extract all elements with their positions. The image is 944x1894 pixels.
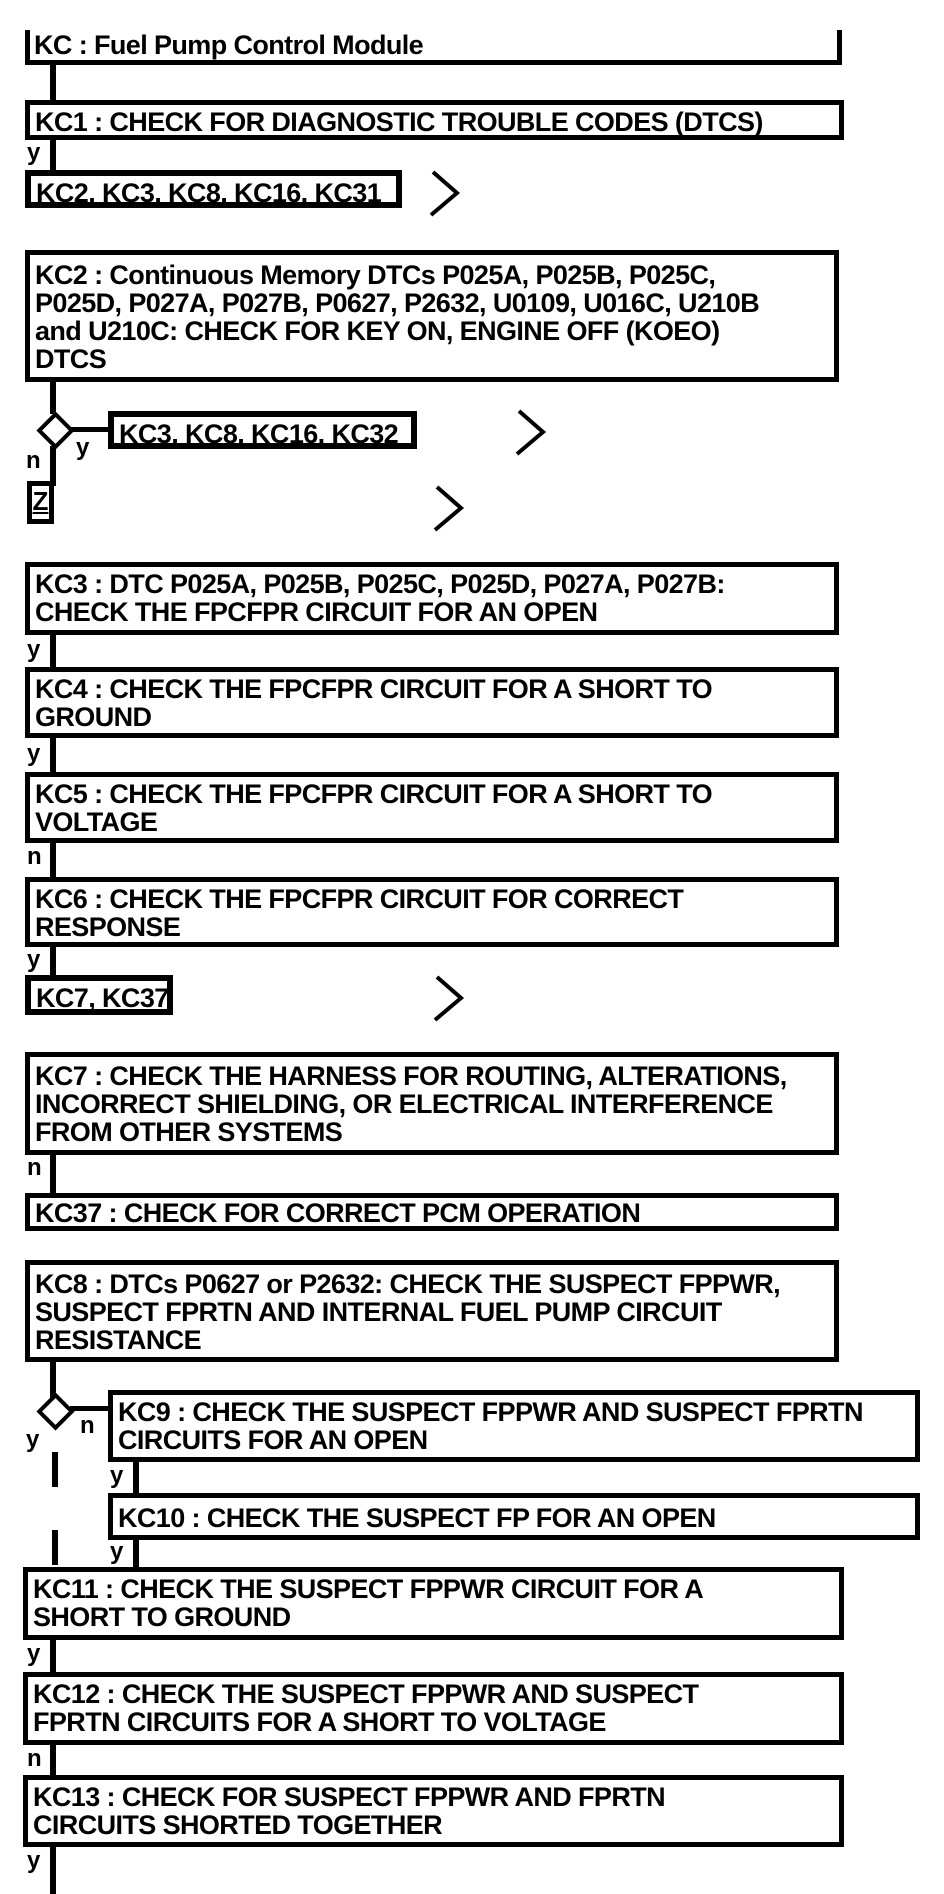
connector-line [50,446,56,486]
branch-label-yes: y [27,946,41,973]
branch-label-no: n [27,1154,42,1181]
branch-label-no: n [27,843,42,870]
node-kc12: KC12 : CHECK THE SUSPECT FPPWR AND SUSPE… [23,1672,844,1745]
branch-label-yes: y [27,740,41,767]
connector-line [50,633,56,669]
decision-diamond [36,411,75,450]
node-kc5: KC5 : CHECK THE FPCFPR CIRCUIT FOR A SHO… [25,772,839,843]
branch-label-no: n [80,1412,95,1439]
connector-line [70,427,110,432]
connector-line [133,1458,139,1495]
connector-line [50,945,56,977]
branch-label-yes: y [27,139,41,166]
continue-chevron-icon [514,409,548,462]
node-kc8: KC8 : DTCs P0627 or P2632: CHECK THE SUS… [25,1260,839,1362]
continue-chevron-icon [432,485,466,538]
node-ref-list-1: KC2, KC3, KC8, KC16, KC31 [25,170,402,208]
branch-label-no: n [26,447,41,474]
node-kc37: KC37 : CHECK FOR CORRECT PCM OPERATION [25,1193,839,1231]
branch-label-yes: y [27,636,41,663]
node-kc13: KC13 : CHECK FOR SUSPECT FPPWR AND FPRTN… [23,1775,844,1847]
node-kc2: KC2 : Continuous Memory DTCs P025A, P025… [25,250,839,382]
connector-line-dashed [52,1452,58,1567]
node-kc6: KC6 : CHECK THE FPCFPR CIRCUIT FOR CORRE… [25,877,839,947]
continue-chevron-icon [432,975,466,1028]
connector-line [50,1638,56,1674]
connector-line [50,1360,56,1400]
node-kc1: KC1 : CHECK FOR DIAGNOSTIC TROUBLE CODES… [25,100,844,140]
branch-label-yes: y [26,1426,40,1453]
branch-label-yes: y [27,1640,41,1667]
node-kc10: KC10 : CHECK THE SUSPECT FP FOR AN OPEN [108,1493,920,1540]
connector-line [50,380,56,414]
offpage-connector-z: Z [27,481,54,524]
branch-label-yes: y [76,434,90,461]
connector-line [50,1153,56,1195]
branch-label-no: n [27,1745,42,1772]
node-ref-list-3: KC7, KC37 [25,975,173,1015]
node-kc4: KC4 : CHECK THE FPCFPR CIRCUIT FOR A SHO… [25,667,839,738]
connector-line [50,1743,56,1777]
connector-line [133,1538,139,1569]
connector-line [70,1406,110,1411]
connector-line [50,841,56,879]
branch-label-yes: y [27,1847,41,1874]
branch-label-yes: y [110,1462,124,1489]
connector-line [50,736,56,774]
decision-diamond [36,1392,75,1431]
branch-label-yes: y [110,1538,124,1565]
connector-line [50,138,56,172]
node-kc9: KC9 : CHECK THE SUSPECT FPPWR AND SUSPEC… [108,1390,920,1462]
connector-line [50,1845,56,1894]
connector-line [50,63,56,103]
node-kc11: KC11 : CHECK THE SUSPECT FPPWR CIRCUIT F… [23,1567,844,1640]
flowchart-title: KC : Fuel Pump Control Module [25,30,842,65]
continue-chevron-icon [428,170,462,223]
node-kc3: KC3 : DTC P025A, P025B, P025C, P025D, P0… [25,562,839,635]
node-kc7: KC7 : CHECK THE HARNESS FOR ROUTING, ALT… [25,1052,839,1155]
node-ref-list-2: KC3, KC8, KC16, KC32 [108,411,417,449]
